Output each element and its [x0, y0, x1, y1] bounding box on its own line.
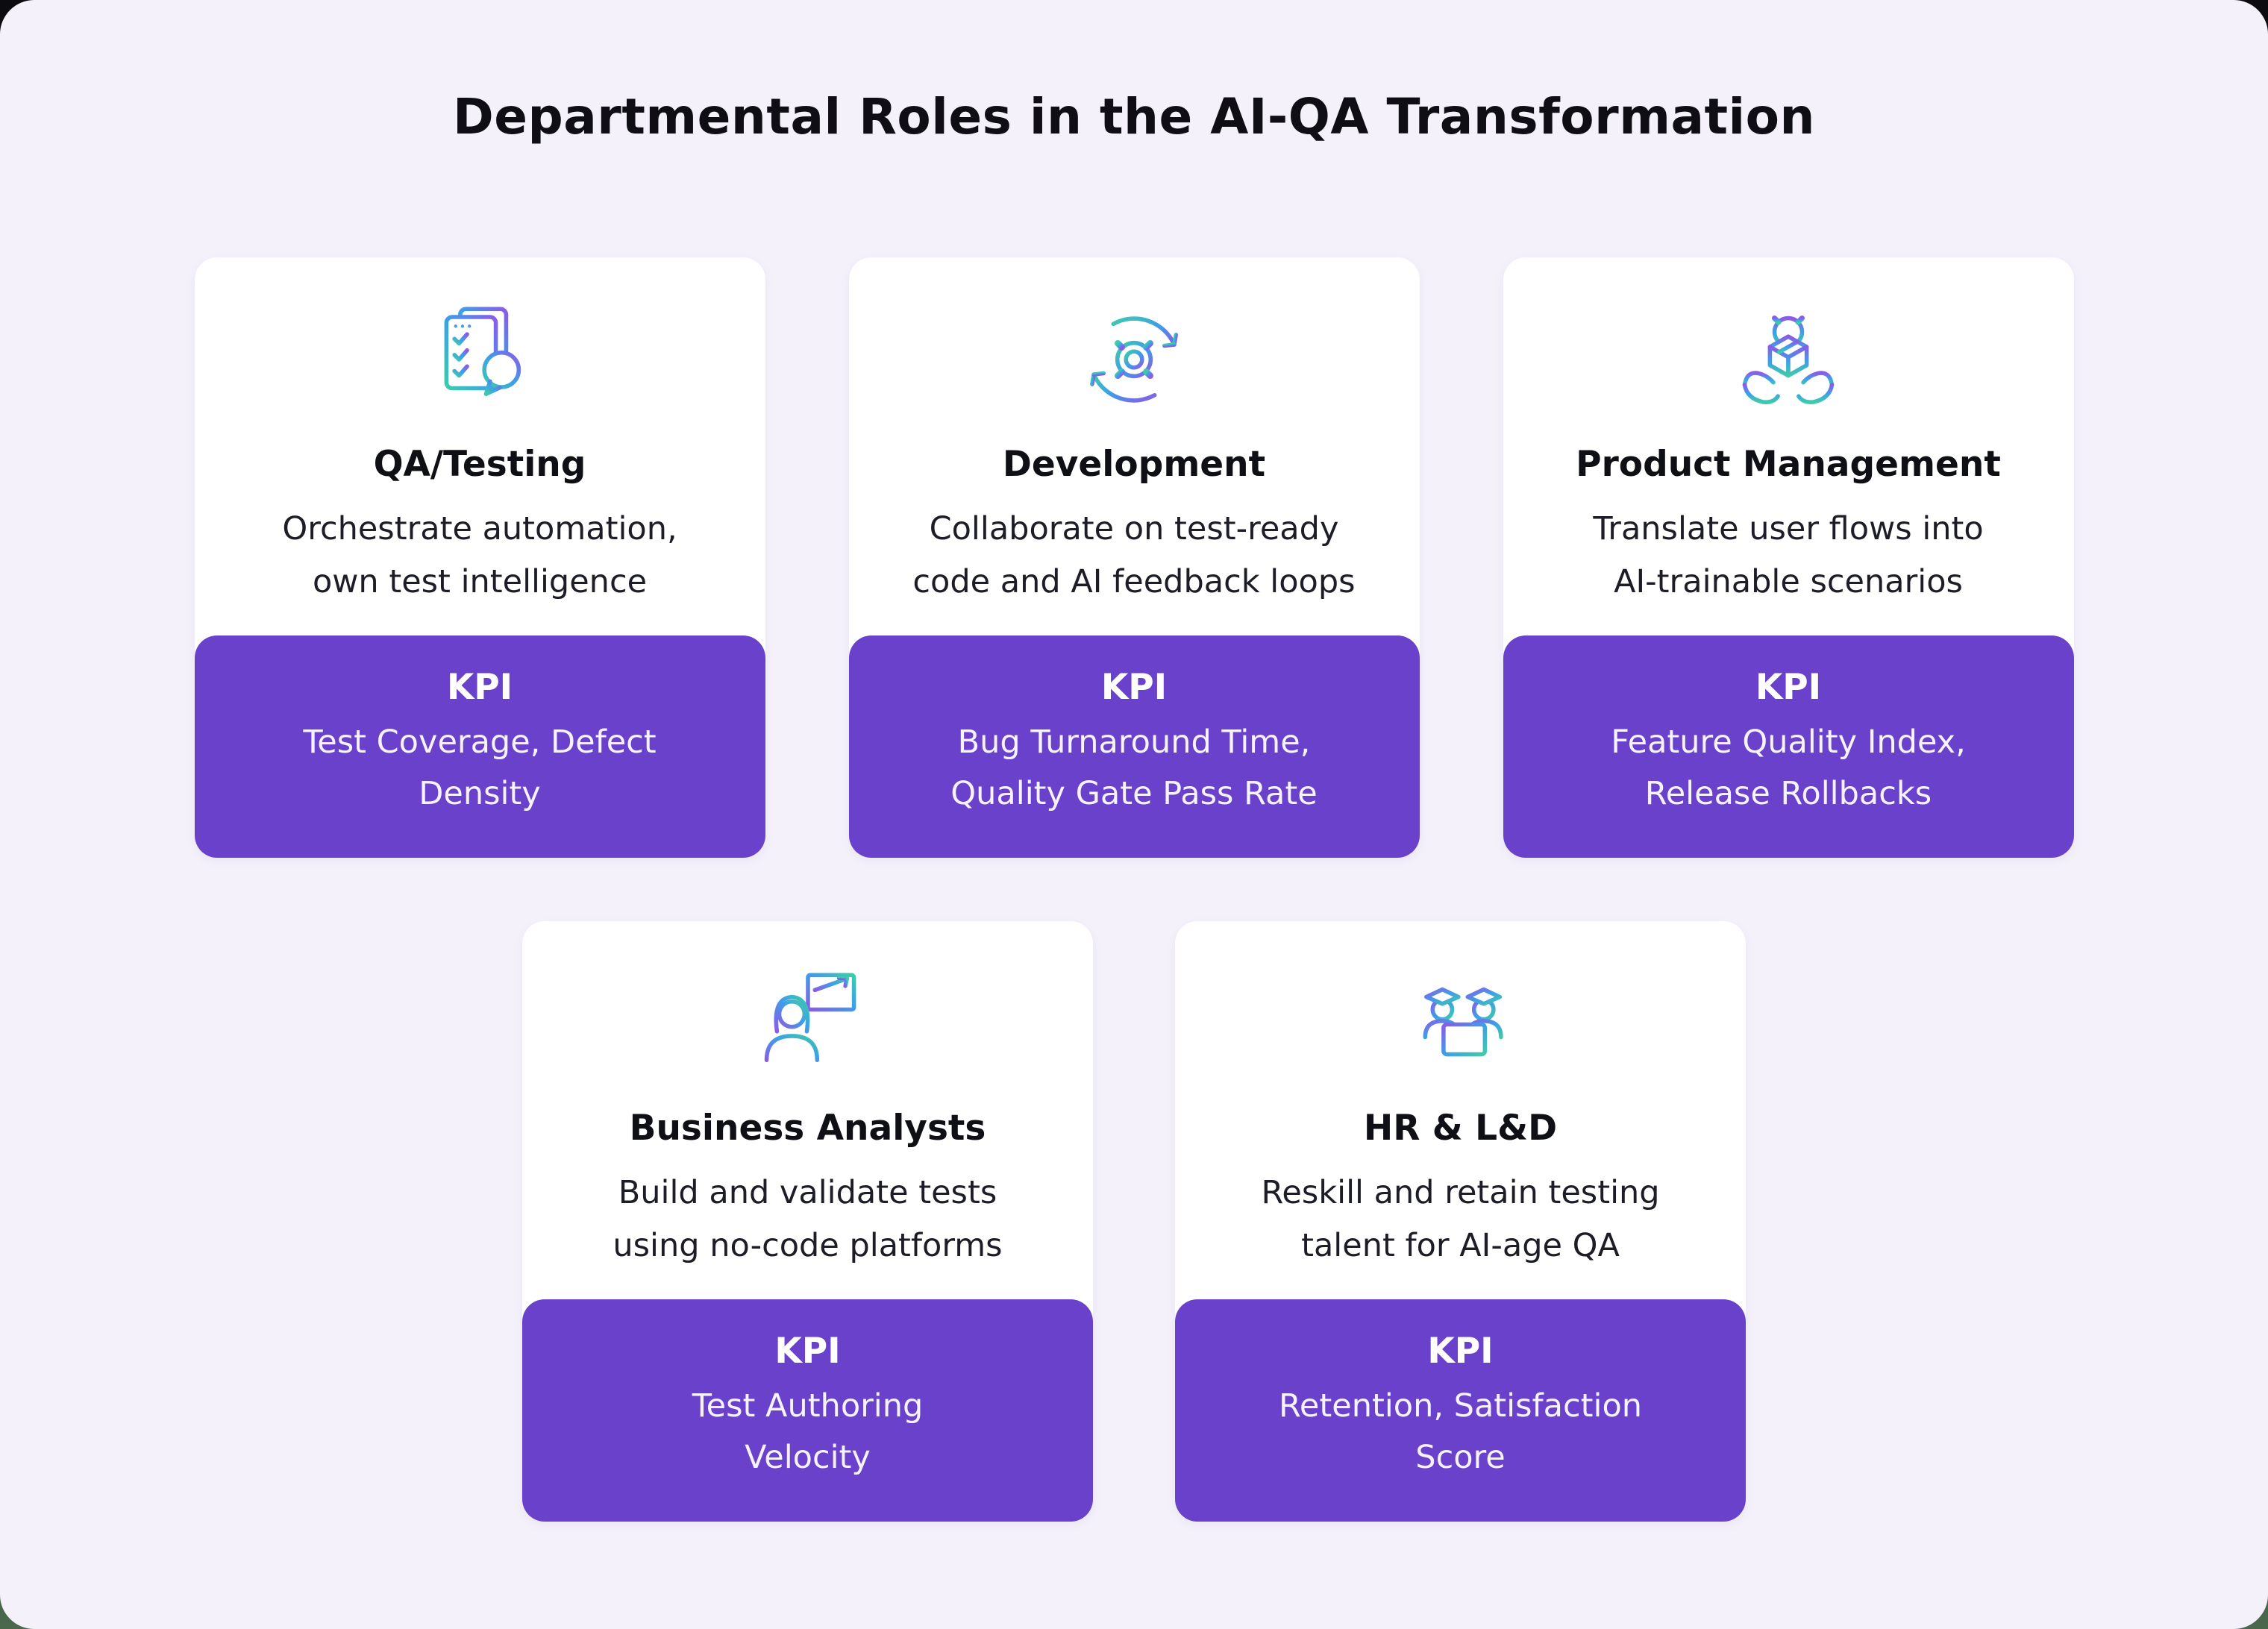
analyst-presentation-icon: [747, 964, 869, 1082]
card-description: Orchestrate automation, own test intelli…: [282, 510, 677, 601]
card-qa-testing: QA/Testing Orchestrate automation, own t…: [194, 257, 765, 858]
kpi-label: KPI: [1100, 666, 1168, 708]
card-title: Development: [1002, 444, 1266, 485]
hands-box-gear-icon: [1727, 301, 1849, 418]
card-product-management: Product Management Translate user flows …: [1503, 257, 2074, 858]
kpi-label: KPI: [774, 1330, 841, 1372]
kpi-value: Retention, Satisfaction Score: [1278, 1387, 1643, 1477]
card-description: Reskill and retain testing talent for AI…: [1261, 1174, 1660, 1265]
kpi-label: KPI: [446, 666, 513, 708]
card-description: Translate user flows into AI-trainable s…: [1593, 510, 1984, 601]
kpi-block: KPI Retention, Satisfaction Score: [1175, 1299, 1746, 1522]
gear-cycle-icon: [1073, 301, 1195, 418]
card-development: Development Collaborate on test-ready co…: [848, 257, 1420, 858]
kpi-block: KPI Bug Turnaround Time, Quality Gate Pa…: [848, 635, 1420, 858]
kpi-block: KPI Feature Quality Index, Release Rollb…: [1503, 635, 2074, 858]
card-description: Build and validate tests using no-code p…: [613, 1174, 1003, 1265]
card-title: Business Analysts: [629, 1108, 986, 1149]
card-title: QA/Testing: [373, 444, 586, 485]
kpi-value: Test Authoring Velocity: [692, 1387, 924, 1477]
card-title: Product Management: [1576, 444, 2001, 485]
page-title: Departmental Roles in the AI-QA Transfor…: [452, 88, 1816, 145]
card-business-analysts: Business Analysts Build and validate tes…: [522, 921, 1093, 1522]
cards-row-top: QA/Testing Orchestrate automation, own t…: [194, 257, 2074, 858]
kpi-value: Bug Turnaround Time, Quality Gate Pass R…: [950, 723, 1318, 813]
kpi-block: KPI Test Coverage, Defect Density: [194, 635, 765, 858]
kpi-block: KPI Test Authoring Velocity: [522, 1299, 1093, 1522]
cards-row-bottom: Business Analysts Build and validate tes…: [522, 921, 1746, 1522]
kpi-label: KPI: [1427, 1330, 1494, 1372]
kpi-label: KPI: [1755, 666, 1822, 708]
checklist-speech-icon: [419, 301, 541, 418]
kpi-value: Feature Quality Index, Release Rollbacks: [1611, 723, 1966, 813]
card-description: Collaborate on test-ready code and AI fe…: [912, 510, 1356, 601]
card-title: HR & L&D: [1363, 1108, 1558, 1149]
graduates-monitor-icon: [1400, 964, 1522, 1082]
kpi-value: Test Coverage, Defect Density: [303, 723, 657, 813]
card-hr-ld: HR & L&D Reskill and retain testing tale…: [1175, 921, 1746, 1522]
